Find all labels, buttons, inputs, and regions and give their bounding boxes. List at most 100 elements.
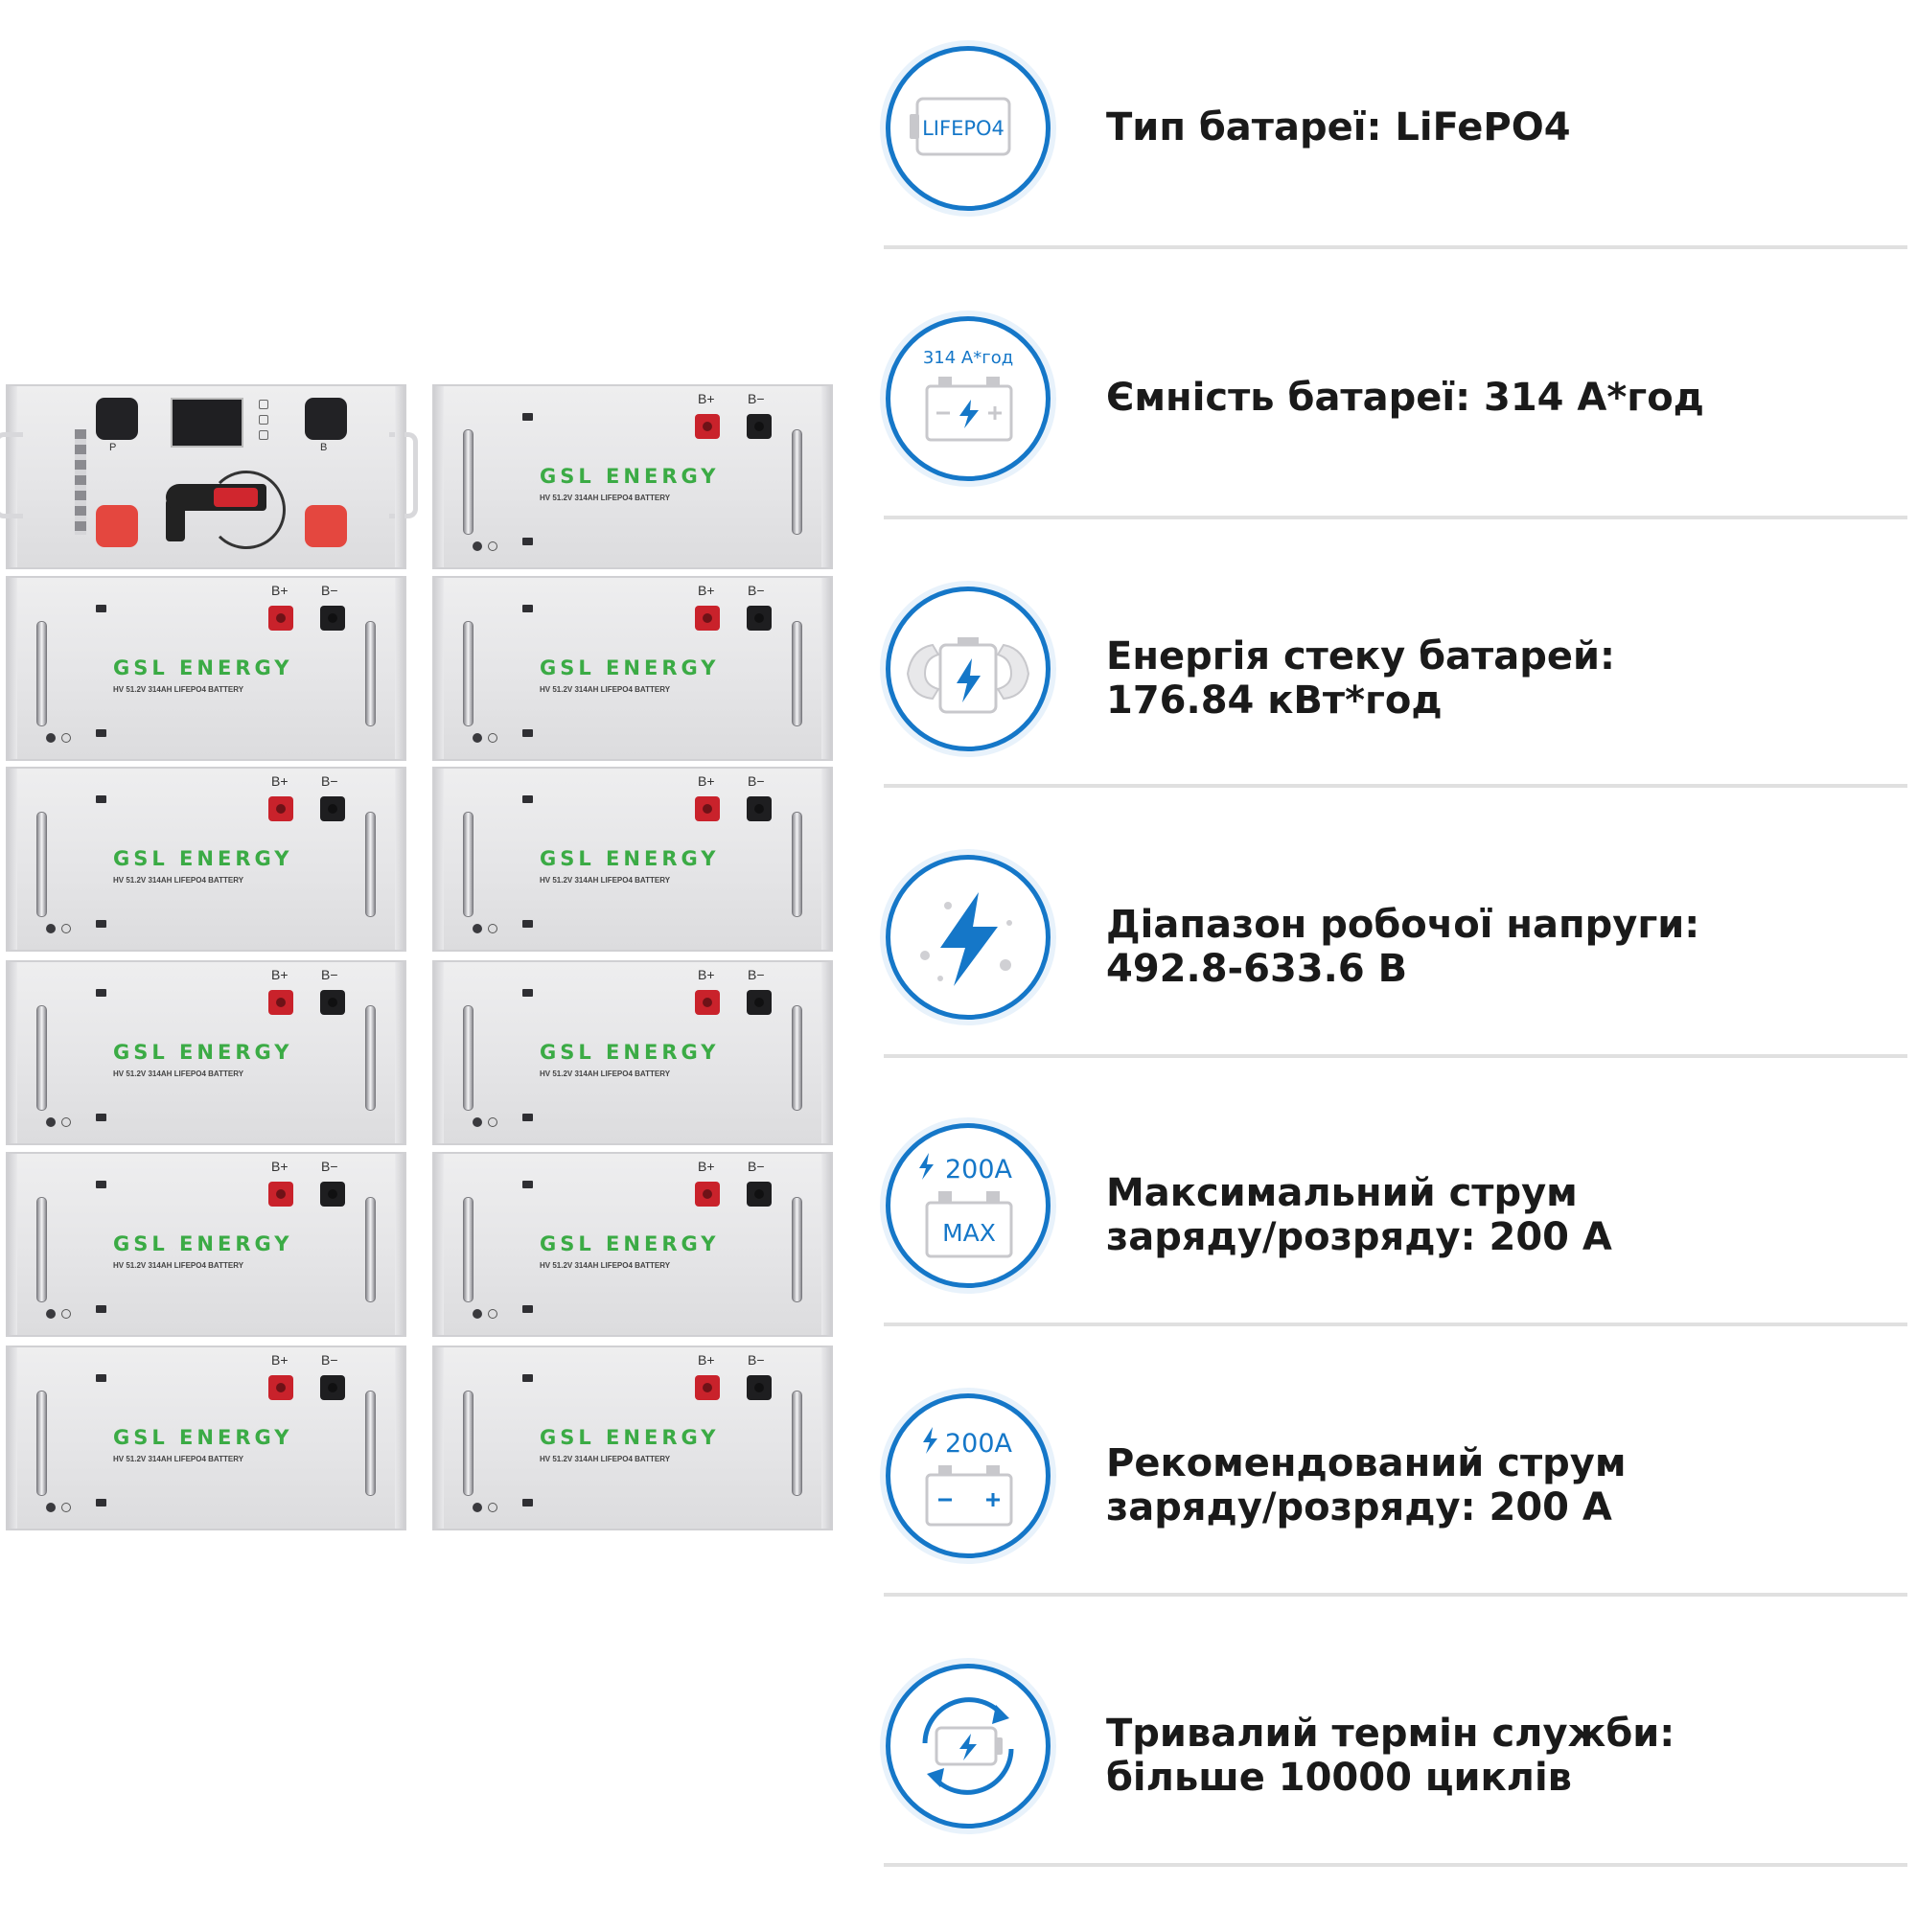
negative-terminal <box>320 606 345 631</box>
positive-terminal <box>268 606 293 631</box>
comm-port <box>96 1374 106 1382</box>
capacity-battery-icon: 314 А*год <box>886 316 1051 481</box>
lifepo4-battery-icon: LIFEPO4 <box>886 46 1051 211</box>
brand-logo: GSL ENERGY <box>540 847 720 870</box>
rack-handle <box>389 432 418 518</box>
negative-terminal <box>747 990 772 1015</box>
positive-terminal <box>695 1182 720 1207</box>
comm-port <box>96 1181 106 1188</box>
module-handle <box>463 1391 473 1496</box>
icon-text: MAX <box>942 1219 996 1247</box>
icon-text: 200A <box>945 1155 1013 1184</box>
term-neg-label: B− <box>748 583 765 598</box>
model-label: HV 51.2V 314AH LIFEPO4 BATTERY <box>540 685 671 694</box>
spec-line: Тип батареї: LiFePO4 <box>1106 105 1571 150</box>
controller-module: P B <box>0 384 418 569</box>
brand-logo: GSL ENERGY <box>540 1041 720 1064</box>
brand-logo: GSL ENERGY <box>113 847 293 870</box>
b-label: B <box>320 442 328 453</box>
ground-point <box>488 924 497 933</box>
icon-text: LIFEPO4 <box>922 117 1005 140</box>
module-handle <box>365 1197 376 1302</box>
term-pos-label: B+ <box>698 1159 715 1174</box>
module-handle <box>792 1005 802 1111</box>
term-pos-label: B+ <box>271 773 289 789</box>
term-pos-label: B+ <box>271 967 289 982</box>
positive-terminal <box>695 990 720 1015</box>
icon-text: 200A <box>945 1429 1013 1459</box>
positive-terminal <box>695 796 720 821</box>
comm-port <box>96 1499 106 1506</box>
spec-line: заряду/розряду: 200 А <box>1106 1485 1612 1530</box>
module-handle <box>36 812 47 917</box>
model-label: HV 51.2V 314AH LIFEPO4 BATTERY <box>113 1070 244 1078</box>
positive-terminal <box>268 796 293 821</box>
brand-logo: GSL ENERGY <box>540 1232 720 1255</box>
module-handle <box>36 621 47 726</box>
model-label: HV 51.2V 314AH LIFEPO4 BATTERY <box>113 1455 244 1463</box>
module-handle <box>792 1197 802 1302</box>
negative-terminal <box>320 1375 345 1400</box>
comm-port <box>522 1305 533 1313</box>
spec-cycle-life: Тривалий термін служби: більше 10000 цик… <box>880 1664 1907 1932</box>
model-label: HV 51.2V 314AH LIFEPO4 BATTERY <box>113 685 244 694</box>
divider <box>884 245 1907 249</box>
divider <box>884 1054 1907 1058</box>
negative-terminal <box>747 414 772 439</box>
power-button <box>473 541 482 551</box>
comm-port <box>522 605 533 612</box>
power-button <box>46 1309 56 1319</box>
power-button <box>46 733 56 743</box>
spec-max-current: 200A MAX Максимальний струм заряду/розря… <box>880 1123 1907 1392</box>
comm-port <box>522 729 533 737</box>
ground-point <box>488 733 497 743</box>
power-button <box>46 1503 56 1512</box>
module-handle <box>463 812 473 917</box>
spec-line: Енергія стеку батарей: <box>1106 634 1615 678</box>
comm-port <box>522 1114 533 1121</box>
module-handle <box>463 429 473 535</box>
lightning-icon <box>886 855 1051 1020</box>
module-handle <box>365 812 376 917</box>
model-label: HV 51.2V 314AH LIFEPO4 BATTERY <box>540 1070 671 1078</box>
spec-line: заряду/розряду: 200 А <box>1106 1215 1612 1259</box>
module-handle <box>36 1197 47 1302</box>
spec-line: Ємність батареї: 314 А*год <box>1106 376 1704 420</box>
module-handle <box>365 621 376 726</box>
spec-line: Діапазон робочої напруги: <box>1106 903 1700 947</box>
spec-recommended-current: 200A Рекомендований струм заряду/розряду… <box>880 1393 1907 1662</box>
spec-capacity: 314 А*год Ємність батареї: 314 А*год <box>880 316 1907 585</box>
module-handle <box>792 812 802 917</box>
rack-handle <box>0 432 23 518</box>
ground-point <box>61 1309 71 1319</box>
negative-terminal <box>320 1182 345 1207</box>
model-label: HV 51.2V 314AH LIFEPO4 BATTERY <box>113 876 244 885</box>
power-button <box>473 733 482 743</box>
divider <box>884 1863 1907 1867</box>
negative-terminal <box>320 990 345 1015</box>
positive-terminal <box>695 1375 720 1400</box>
module-handle <box>463 1005 473 1111</box>
spec-voltage-range: Діапазон робочої напруги: 492.8-633.6 В <box>880 855 1907 1123</box>
comm-port <box>522 795 533 803</box>
module-handle <box>365 1005 376 1111</box>
model-label: HV 51.2V 314AH LIFEPO4 BATTERY <box>540 494 671 502</box>
comm-port <box>96 1305 106 1313</box>
power-button <box>473 1503 482 1512</box>
spec-line: більше 10000 циклів <box>1106 1756 1572 1800</box>
term-pos-label: B+ <box>271 583 289 598</box>
ground-point <box>488 1309 497 1319</box>
positive-terminal <box>268 990 293 1015</box>
comm-port <box>522 1499 533 1506</box>
positive-terminal <box>268 1375 293 1400</box>
spec-line: Максимальний струм <box>1106 1171 1578 1215</box>
term-pos-label: B+ <box>698 391 715 406</box>
